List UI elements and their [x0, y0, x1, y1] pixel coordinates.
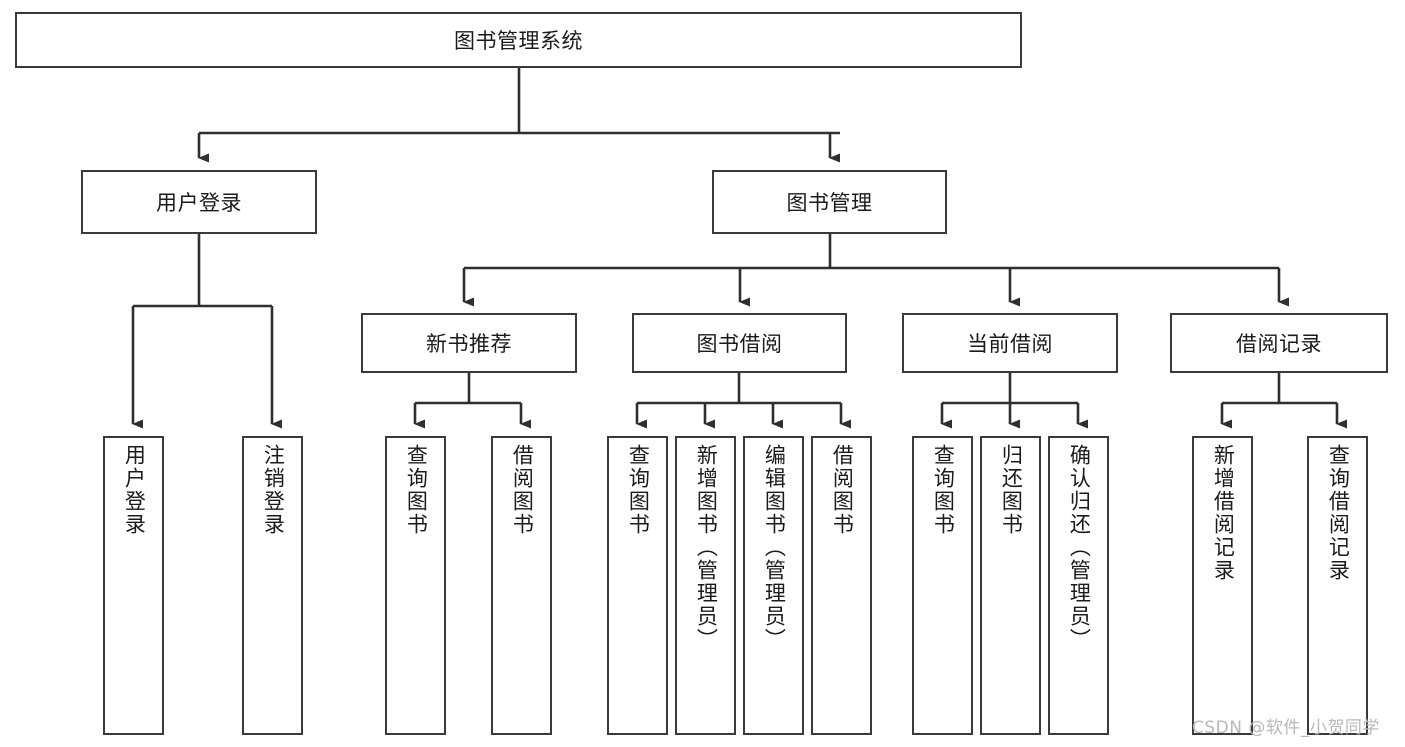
node-book-management[interactable]: 图书管理	[712, 170, 947, 234]
leaf-label: 确认归还（管理员）	[1067, 444, 1092, 651]
node-book-borrow[interactable]: 图书借阅	[632, 313, 847, 373]
node-book-management-label: 图书管理	[786, 191, 873, 215]
leaf-current-borrow-0[interactable]: 查询图书	[912, 436, 973, 735]
node-current-borrow-label: 当前借阅	[967, 332, 1053, 356]
leaf-user-login-0[interactable]: 用户登录	[103, 436, 164, 735]
leaf-label: 新增借阅记录	[1211, 444, 1236, 582]
leaf-user-login-1[interactable]: 注销登录	[242, 436, 303, 735]
leaf-label: 借阅图书	[830, 444, 855, 536]
node-current-borrow[interactable]: 当前借阅	[902, 313, 1118, 373]
leaf-book-borrow-1[interactable]: 新增图书（管理员）	[675, 436, 736, 735]
leaf-current-borrow-1[interactable]: 归还图书	[980, 436, 1041, 735]
leaf-new-book-recommend-1[interactable]: 借阅图书	[491, 436, 552, 735]
node-root[interactable]: 图书管理系统	[15, 12, 1022, 68]
leaf-label: 查询图书	[404, 444, 429, 536]
leaf-new-book-recommend-0[interactable]: 查询图书	[385, 436, 446, 735]
leaf-label: 新增图书（管理员）	[694, 444, 719, 651]
leaf-label: 查询图书	[931, 444, 956, 536]
node-user-login-label: 用户登录	[156, 191, 242, 215]
leaf-borrow-records-0[interactable]: 新增借阅记录	[1192, 436, 1253, 735]
leaf-label: 借阅图书	[510, 444, 535, 536]
node-borrow-records[interactable]: 借阅记录	[1170, 313, 1388, 373]
leaf-book-borrow-2[interactable]: 编辑图书（管理员）	[743, 436, 804, 735]
leaf-borrow-records-1[interactable]: 查询借阅记录	[1307, 436, 1368, 735]
node-new-book-recommend[interactable]: 新书推荐	[361, 313, 577, 373]
leaf-label: 用户登录	[122, 444, 147, 536]
leaf-label: 编辑图书（管理员）	[762, 444, 787, 651]
node-borrow-records-label: 借阅记录	[1236, 332, 1322, 356]
leaf-book-borrow-0[interactable]: 查询图书	[607, 436, 668, 735]
leaf-book-borrow-3[interactable]: 借阅图书	[811, 436, 872, 735]
node-new-book-recommend-label: 新书推荐	[426, 332, 512, 356]
leaf-label: 查询借阅记录	[1326, 444, 1351, 582]
leaf-label: 查询图书	[626, 444, 651, 536]
node-root-label: 图书管理系统	[454, 29, 583, 53]
leaf-label: 注销登录	[261, 444, 286, 536]
node-book-borrow-label: 图书借阅	[696, 332, 783, 356]
node-user-login[interactable]: 用户登录	[81, 170, 317, 234]
leaf-label: 归还图书	[999, 444, 1024, 536]
leaf-current-borrow-2[interactable]: 确认归还（管理员）	[1048, 436, 1109, 735]
